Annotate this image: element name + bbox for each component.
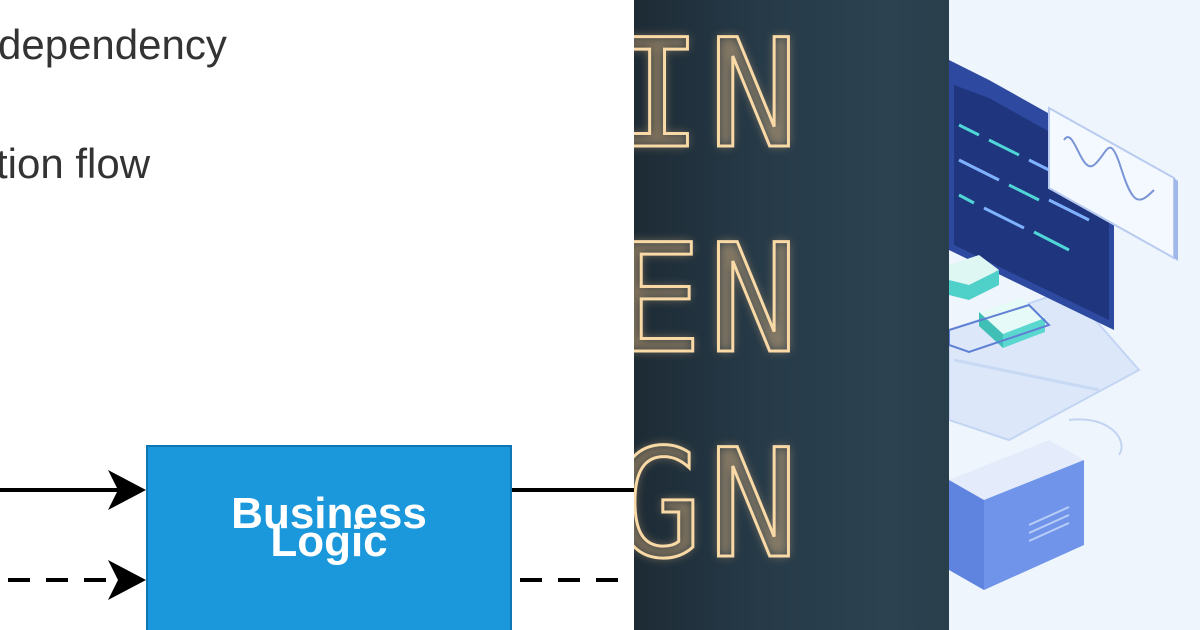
legend-dependency-label: dependency: [0, 21, 227, 68]
neon-panel: IN EN GN: [634, 0, 949, 630]
neon-row-3: GN: [634, 418, 805, 592]
flow-arrowhead-icon: [108, 560, 146, 600]
book-stack-icon: [949, 255, 1051, 354]
business-logic-line1: Business: [231, 489, 427, 539]
business-logic-line2: Logic: [270, 517, 388, 566]
laptop-icon: [949, 60, 1141, 442]
chart-card-icon: [1048, 106, 1178, 261]
dependency-arrowhead-icon: [108, 470, 146, 510]
diagram-connectors: [0, 470, 634, 600]
connector-curve: [1068, 418, 1123, 456]
business-logic-box: Business Logic: [146, 445, 512, 630]
server-icon: [949, 440, 1084, 590]
illustration-panel: [949, 0, 1200, 630]
legend-flow-label: tion flow: [0, 140, 151, 187]
neon-row-1: IN: [634, 8, 805, 182]
neon-row-2: EN: [634, 213, 805, 387]
diagram-panel: dependency tion flow Business Logic: [0, 21, 634, 630]
illustration-svg: [949, 60, 1178, 590]
